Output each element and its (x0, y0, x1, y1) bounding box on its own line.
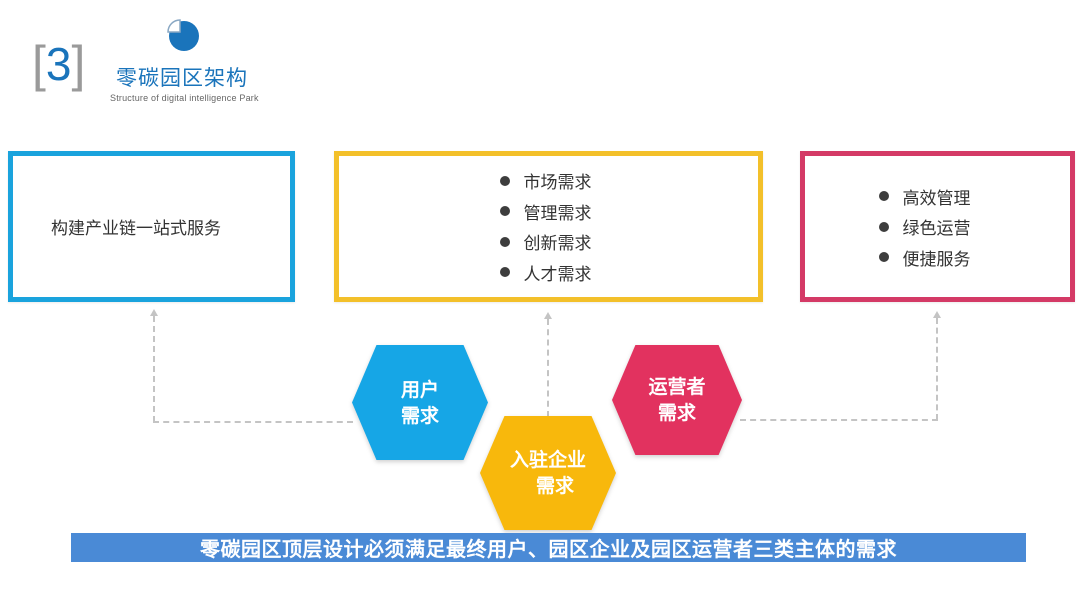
list-item: 绿色运营 (878, 211, 971, 242)
enterprise-needs-list: 市场需求 管理需求 创新需求 人才需求 (499, 166, 592, 288)
bullet-icon (499, 206, 510, 217)
bracket-open: [ (32, 36, 46, 92)
bullet-icon (878, 252, 889, 262)
list-item: 高效管理 (878, 181, 971, 212)
box-one-stop-service-text: 构建产业链一站式服务 (51, 219, 221, 239)
connector-right-horizontal (740, 419, 938, 421)
box-one-stop-service: 构建产业链一站式服务 (8, 151, 295, 302)
list-item: 便捷服务 (878, 242, 971, 273)
pie-chart-icon (167, 19, 199, 51)
list-item: 创新需求 (499, 227, 592, 258)
page-subtitle: Structure of digital intelligence Park (110, 93, 259, 103)
connector-left-horizontal (153, 421, 353, 423)
page-title: 零碳园区架构 (116, 66, 248, 90)
hex-enterprise-needs: 入驻企业 需求 (480, 416, 616, 530)
list-item: 市场需求 (499, 166, 592, 197)
operator-needs-list: 高效管理 绿色运营 便捷服务 (878, 181, 971, 273)
list-item: 人才需求 (499, 257, 592, 288)
connector-middle-vertical (547, 319, 549, 417)
section-number-value: 3 (45, 38, 72, 90)
bullet-icon (878, 221, 889, 232)
bullet-icon (878, 191, 889, 201)
bullet-icon (499, 175, 510, 186)
summary-banner: 零碳园区顶层设计必须满足最终用户、园区企业及园区运营者三类主体的需求 (71, 533, 1026, 562)
connector-right-vertical (936, 318, 938, 420)
arrow-up-icon (150, 309, 158, 316)
section-number: [ 3 ] (32, 36, 85, 92)
hex-operator-needs: 运营者 需求 (612, 345, 742, 455)
connector-left-vertical (153, 316, 155, 422)
summary-banner-text: 零碳园区顶层设计必须满足最终用户、园区企业及园区运营者三类主体的需求 (200, 537, 897, 561)
box-operator-needs: 高效管理 绿色运营 便捷服务 (800, 151, 1075, 302)
box-enterprise-needs: 市场需求 管理需求 创新需求 人才需求 (334, 151, 763, 302)
bullet-icon (499, 267, 510, 278)
arrow-up-icon (544, 312, 552, 319)
list-item: 管理需求 (499, 196, 592, 227)
arrow-up-icon (933, 311, 941, 318)
bracket-close: ] (71, 36, 86, 92)
hex-user-needs: 用户 需求 (352, 345, 488, 460)
bullet-icon (499, 236, 510, 247)
